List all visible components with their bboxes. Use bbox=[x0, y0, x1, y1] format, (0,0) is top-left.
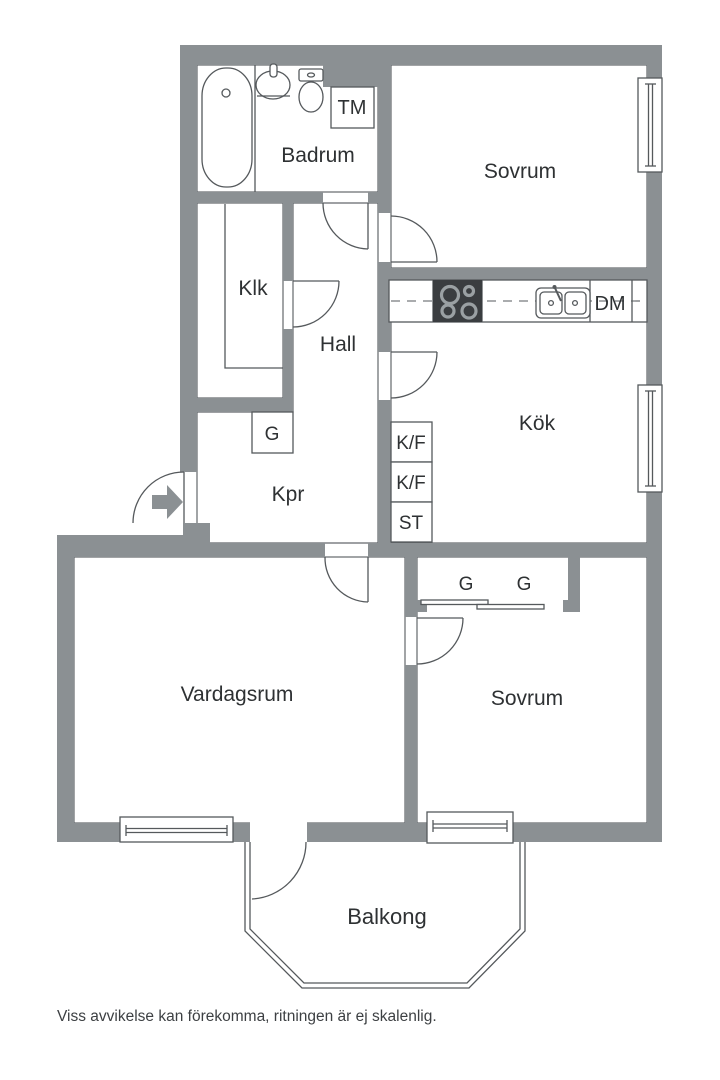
sink-faucet-icon bbox=[554, 287, 562, 302]
wall-mid-horizontal-right bbox=[368, 543, 647, 557]
sink-drain-icon bbox=[571, 299, 579, 307]
sink-faucet-base-icon bbox=[552, 285, 557, 289]
wall-lower-divider-upper bbox=[405, 557, 417, 617]
wall-klk-bottom bbox=[195, 398, 293, 412]
wardrobe-box-hall bbox=[251, 411, 294, 454]
toilet-tank bbox=[298, 68, 324, 82]
badrum-door-arc bbox=[322, 202, 369, 250]
window-vardagsrum bbox=[119, 816, 234, 843]
disclaimer-text: Viss avvikelse kan förekomma, ritningen … bbox=[57, 1008, 437, 1025]
label-klk: Klk bbox=[238, 277, 268, 300]
label-hall: Hall bbox=[320, 333, 356, 356]
label-dm: DM bbox=[594, 293, 625, 315]
entrance-arrow-icon bbox=[152, 485, 183, 519]
room-kok bbox=[390, 279, 648, 544]
burner-icon bbox=[460, 302, 478, 320]
label-balkong: Balkong bbox=[347, 904, 427, 929]
fridge-freezer-box-lower bbox=[390, 461, 433, 503]
balcony-doorway-opening bbox=[250, 822, 307, 843]
label-g-closet-right: G bbox=[517, 574, 532, 595]
label-g-closet-left: G bbox=[459, 574, 474, 595]
fridge-freezer-box-upper bbox=[390, 421, 433, 463]
balcony bbox=[244, 841, 526, 989]
window-kok bbox=[637, 384, 663, 493]
kok-door-arc bbox=[390, 351, 438, 399]
kitchen-sink bbox=[535, 287, 591, 319]
wall-closet-stub bbox=[568, 557, 580, 612]
label-sovrum-top: Sovrum bbox=[484, 160, 556, 183]
wall-lower-left-horizontal bbox=[57, 535, 183, 557]
label-st: ST bbox=[399, 513, 424, 534]
label-kpr: Kpr bbox=[272, 483, 305, 506]
balcony-outline-inner bbox=[249, 842, 521, 984]
label-kok: Kök bbox=[519, 412, 556, 435]
sovrum-bottom-door-arc bbox=[416, 617, 464, 665]
burner-icon bbox=[440, 303, 456, 319]
bathtub-drain-icon bbox=[221, 88, 231, 98]
kitchen-counter bbox=[388, 279, 648, 323]
windows bbox=[119, 77, 663, 844]
wall-hall-divider-mid bbox=[378, 262, 391, 352]
wall-left-lower bbox=[57, 535, 74, 842]
wall-badrum-sovrum-divider bbox=[378, 65, 391, 213]
toilet-button-icon bbox=[306, 72, 316, 78]
balcony-outline-outer bbox=[244, 842, 526, 989]
kpr-door-arc bbox=[324, 556, 369, 603]
closet-fittings bbox=[224, 204, 545, 610]
wall-tm-slab bbox=[323, 65, 391, 87]
label-tm: TM bbox=[338, 97, 367, 119]
wall-top bbox=[180, 45, 662, 65]
window-sovrum-top bbox=[637, 77, 663, 173]
wall-slide-stub-right bbox=[563, 600, 580, 612]
wall-hall-divider-low bbox=[378, 400, 391, 543]
bathroom-fixtures bbox=[201, 63, 375, 192]
label-g-hall: G bbox=[265, 424, 280, 445]
kitchen-sink-bowl bbox=[564, 291, 587, 315]
klk-door-arc bbox=[292, 280, 340, 328]
doors bbox=[132, 202, 464, 665]
washing-machine-box bbox=[330, 86, 375, 129]
sliding-door-right bbox=[476, 603, 545, 610]
window-frame bbox=[637, 384, 663, 493]
room-klk bbox=[196, 202, 284, 399]
wall-lower-divider-lower bbox=[405, 665, 417, 823]
bathtub bbox=[201, 67, 253, 188]
label-kf-upper: K/F bbox=[396, 433, 426, 454]
wall-kitchen-top bbox=[389, 268, 647, 280]
kitchen-sink-bowl bbox=[539, 291, 563, 315]
wall-entry-step bbox=[183, 523, 210, 545]
toilet-bowl bbox=[298, 81, 324, 113]
room-sovrum-top bbox=[390, 64, 648, 269]
balcony-door-arc bbox=[251, 841, 307, 900]
bathroom-faucet-icon bbox=[269, 63, 278, 78]
entrance-door-arc bbox=[132, 471, 185, 524]
wall-mid-horizontal-left bbox=[183, 543, 325, 557]
wall-badrum-bottom bbox=[180, 192, 323, 203]
labels: Badrum TM Sovrum Klk Hall DM Kök G Kpr K… bbox=[181, 97, 626, 929]
label-vardagsrum: Vardagsrum bbox=[181, 683, 294, 706]
cleaning-closet-box bbox=[390, 501, 433, 543]
sliding-door-left bbox=[420, 599, 489, 606]
burner-icon bbox=[462, 284, 476, 298]
window-frame bbox=[119, 816, 234, 843]
wall-left-upper bbox=[180, 45, 197, 472]
sink-drain-icon bbox=[547, 299, 555, 307]
sovrum-top-door-arc bbox=[390, 215, 438, 263]
label-sovrum-bottom: Sovrum bbox=[491, 687, 563, 710]
window-sovrum-bottom bbox=[426, 811, 514, 844]
burner-icon bbox=[439, 284, 461, 306]
label-kf-lower: K/F bbox=[396, 473, 426, 494]
window-frame bbox=[637, 77, 663, 173]
klk-shelf-line bbox=[224, 204, 283, 369]
wall-klk-right-lower bbox=[283, 329, 293, 412]
label-badrum: Badrum bbox=[281, 144, 355, 167]
wall-klk-right-upper bbox=[283, 203, 293, 281]
wall-slide-stub-left bbox=[417, 600, 427, 612]
